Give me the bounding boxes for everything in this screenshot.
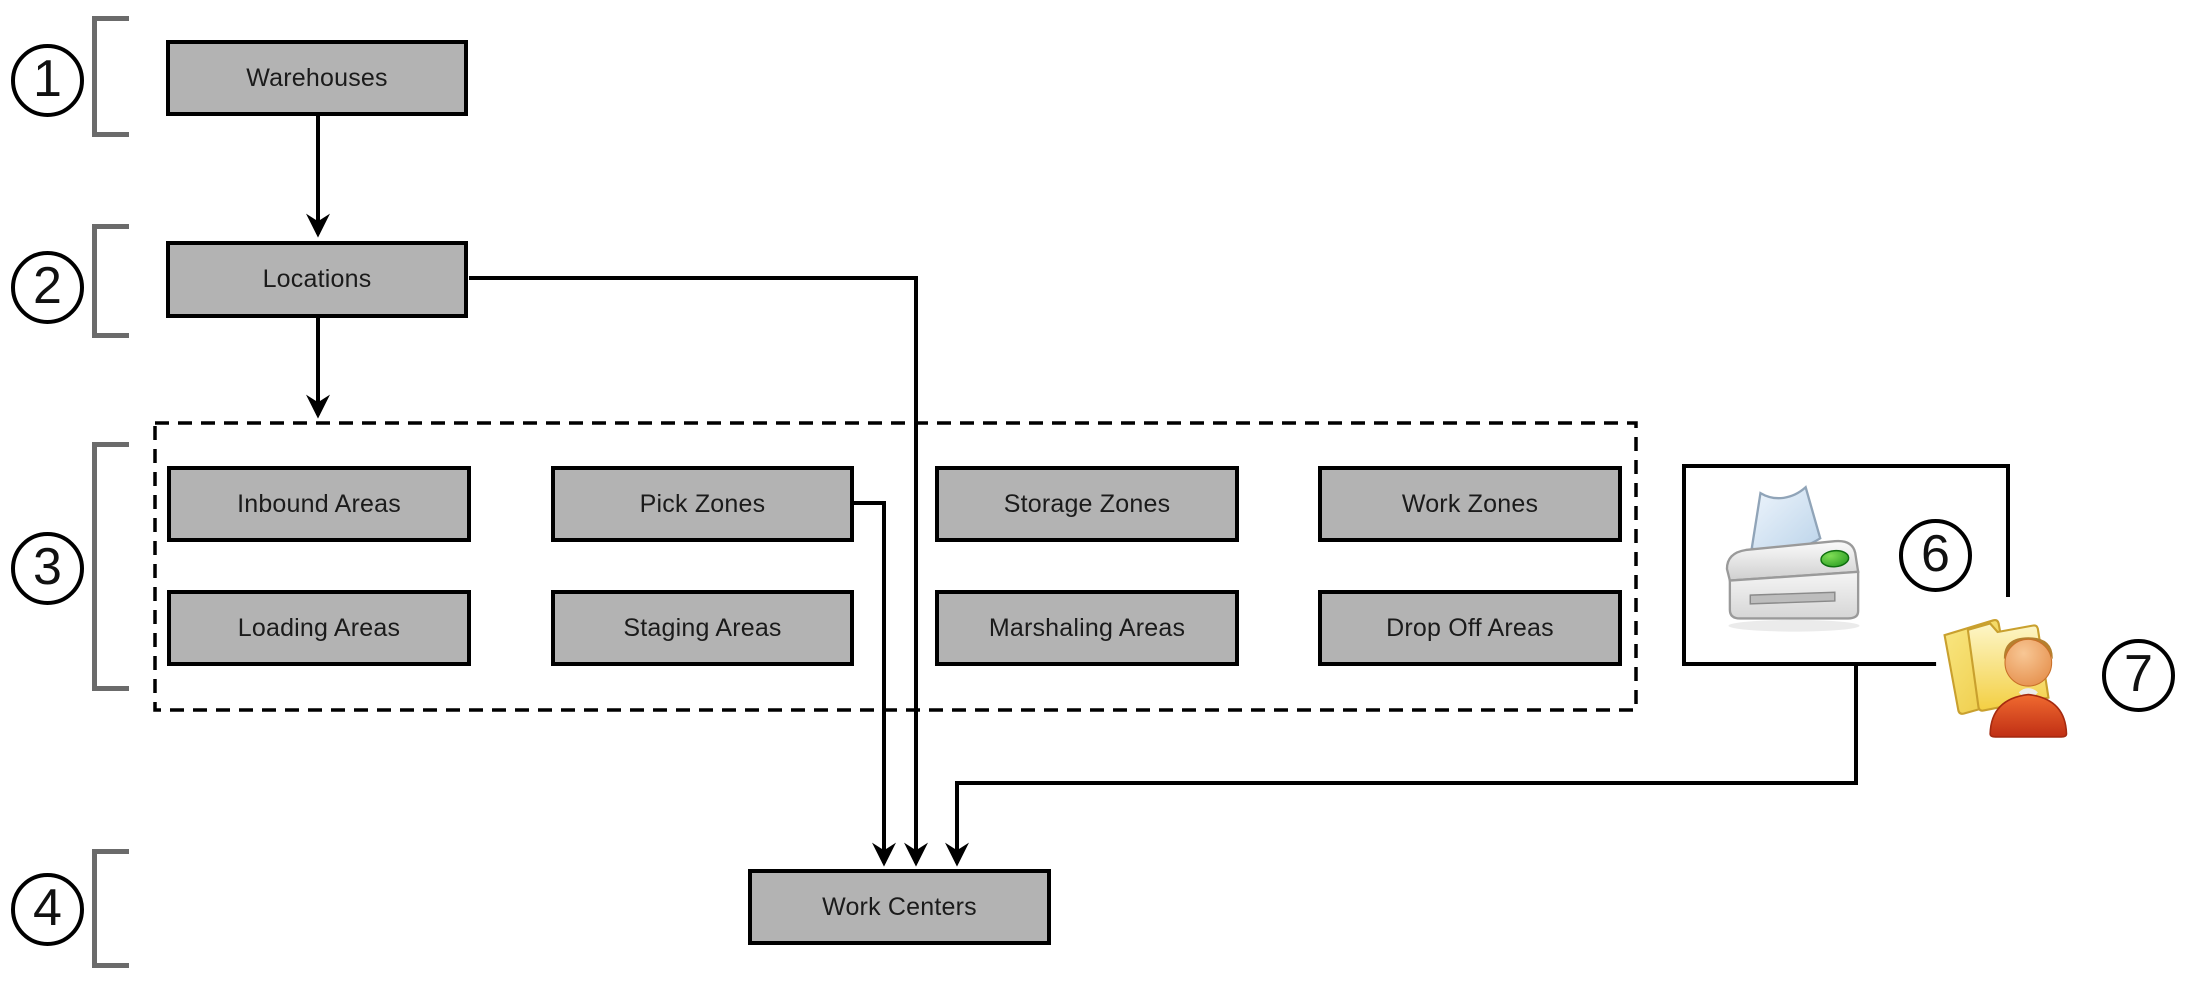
step-marker-7: 7 bbox=[2102, 639, 2175, 712]
box-marshaling-areas: Marshaling Areas bbox=[935, 590, 1239, 666]
connector-pick-zones-to-work-centers bbox=[854, 501, 896, 867]
bracket-step-4 bbox=[92, 849, 129, 968]
bracket-step-1 bbox=[92, 16, 129, 137]
step-marker-2: 2 bbox=[11, 251, 84, 324]
box-inbound-areas: Inbound Areas bbox=[167, 466, 471, 542]
box-work-centers: Work Centers bbox=[748, 869, 1051, 945]
step-marker-1: 1 bbox=[11, 44, 84, 117]
box-storage-zones: Storage Zones bbox=[935, 466, 1239, 542]
box-staging-areas: Staging Areas bbox=[551, 590, 854, 666]
user-folders-icon bbox=[1936, 597, 2074, 738]
box-work-zones: Work Zones bbox=[1318, 466, 1622, 542]
connector-printer-panel-to-work-centers bbox=[945, 664, 1858, 867]
bracket-step-2 bbox=[92, 224, 129, 338]
box-drop-off-areas: Drop Off Areas bbox=[1318, 590, 1622, 666]
box-loading-areas: Loading Areas bbox=[167, 590, 471, 666]
box-warehouses: Warehouses bbox=[166, 40, 468, 116]
step-marker-4: 4 bbox=[11, 873, 84, 946]
step-marker-3: 3 bbox=[11, 532, 84, 605]
dashed-group-container bbox=[153, 421, 1638, 712]
step-marker-6: 6 bbox=[1899, 519, 1972, 592]
box-locations: Locations bbox=[166, 241, 468, 318]
box-pick-zones: Pick Zones bbox=[551, 466, 854, 542]
printer-icon bbox=[1725, 485, 1860, 632]
connector-locations-to-work-centers bbox=[469, 276, 928, 867]
bracket-step-3 bbox=[92, 442, 129, 691]
